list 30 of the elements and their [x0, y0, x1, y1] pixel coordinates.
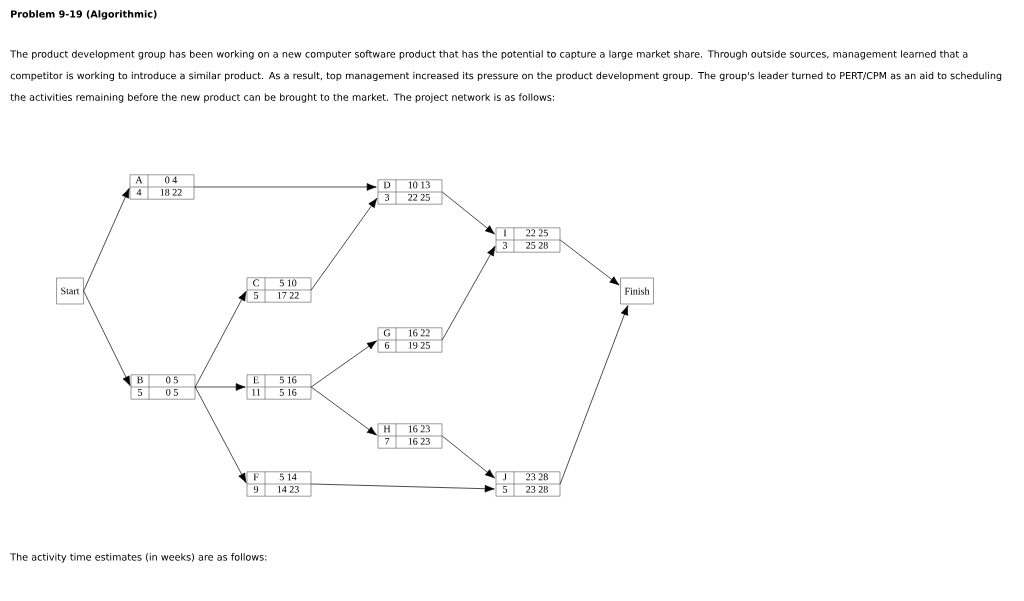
arrow: [310, 340, 377, 388]
activity-box: I 22 25 3 25 28: [495, 227, 561, 253]
heading: Problem 9-19 (Algorithmic): [11, 10, 157, 20]
paragraph: The product development group has been working on a new computer software product that has the potential to capture a large market share. Through outside sources, management learned that a competitor is working to introduce a similar product. As a result, top management increased its pressure on the product development group. The group's leader turned to PERT/CPM as an aid to scheduling the activities remaining before the new product can be brought to the market. The project network is as follows:: [10, 50, 1002, 103]
terminal-box: Start: [56, 277, 84, 305]
paragraph: The activity time estimates (in weeks) are as follows:: [10, 553, 267, 563]
activity-box: E 5 16 11 5 16: [246, 374, 312, 400]
arrow: [83, 290, 131, 386]
activity-box: A 0 4 4 18 22: [129, 174, 195, 200]
arrow: [310, 197, 378, 291]
arrow: [559, 305, 629, 485]
activity-box: D 10 13 3 22 25: [377, 179, 443, 205]
arrow: [441, 191, 495, 235]
terminal-box: Finish: [620, 277, 654, 305]
arrow: [194, 383, 246, 391]
activity-box: B 0 5 5 0 5: [130, 374, 196, 400]
arrow: [310, 483, 495, 493]
arrow: [83, 188, 130, 292]
activity-box: F 5 14 9 14 23: [246, 471, 312, 497]
arrow: [194, 386, 247, 484]
activity-box: J 23 28 5 23 28: [495, 471, 561, 497]
activity-box: G 16 22 6 19 25: [377, 327, 443, 353]
arrow: [194, 290, 247, 388]
activity-box: C 5 10 5 17 22: [246, 277, 312, 303]
activity-box: H 16 23 7 16 23: [377, 423, 443, 449]
arrow: [193, 183, 377, 191]
arrow: [310, 386, 377, 436]
arrow: [441, 245, 496, 341]
arrow: [441, 435, 495, 479]
arrow: [559, 239, 620, 286]
